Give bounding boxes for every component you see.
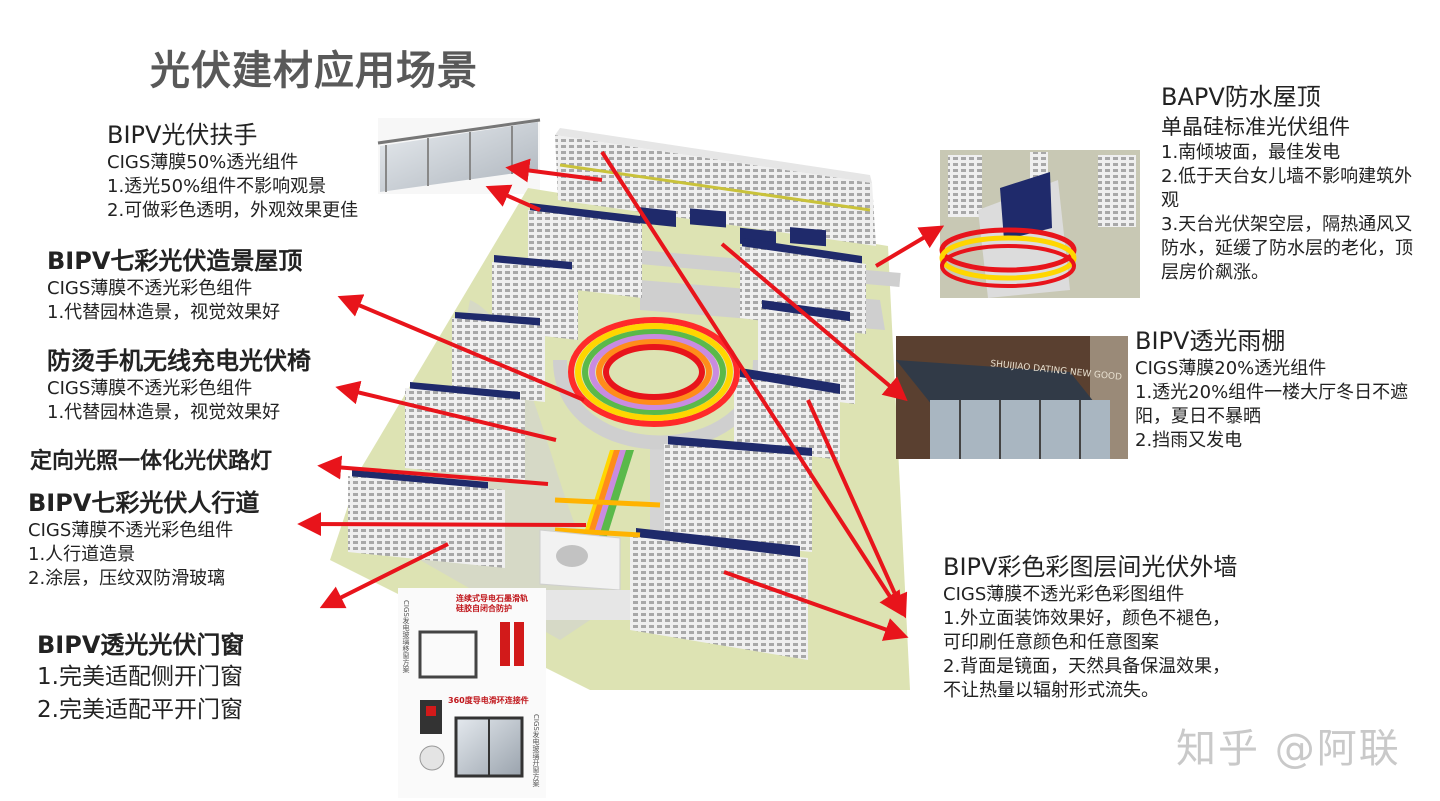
door-label-bottom: 360度导电滑环连接件 xyxy=(448,696,529,705)
chair-callout: 防烫手机无线充电光伏椅 CIGS薄膜不透光彩色组件 1.代替园林造景，视觉效果好 xyxy=(47,346,311,425)
window-callout: BIPV透光光伏门窗 1.完美适配侧开门窗 2.完美适配平开门窗 xyxy=(37,630,244,727)
bapv-heading: BAPV防水屋顶 xyxy=(1161,83,1321,111)
watermark: 知乎 @阿联 xyxy=(1176,726,1401,772)
bapv-line: 2.低于天台女儿墙不影响建筑外观 xyxy=(1161,166,1413,211)
canopy-line: 2.挡雨又发电 xyxy=(1135,430,1243,451)
canopy-line: CIGS薄膜20%透光组件 xyxy=(1135,358,1327,379)
window-line: 2.完美适配平开门窗 xyxy=(37,697,243,723)
streetlight-heading: 定向光照一体化光伏路灯 xyxy=(30,449,273,474)
window-heading: BIPV透光光伏门窗 xyxy=(37,631,245,659)
canopy-callout: BIPV透光雨棚 CIGS薄膜20%透光组件 1.透光20%组件一楼大厅冬日不遮… xyxy=(1135,326,1431,453)
roof-line: 1.代替园林造景，视觉效果好 xyxy=(47,302,281,323)
roof-heading: BIPV七彩光伏造景屋顶 xyxy=(47,247,303,275)
window-line: 1.完美适配侧开门窗 xyxy=(37,664,243,690)
facade-line: CIGS薄膜不透光彩色彩图组件 xyxy=(943,584,1185,605)
bapv-callout: BAPV防水屋顶 单晶硅标准光伏组件 1.南倾坡面，最佳发电 2.低于天台女儿墙… xyxy=(1161,82,1423,285)
facade-line: 不让热量以辐射形式流失。 xyxy=(943,680,1159,701)
door-label-top: 连续式导电石墨滑轨 硅胶自闭合防护 xyxy=(456,594,528,613)
sidewalk-line: 1.人行道造景 xyxy=(28,544,136,565)
sidewalk-line: CIGS薄膜不透光彩色组件 xyxy=(28,520,234,541)
door-label-side-top: CIGS发电玻璃移窗方案 xyxy=(402,600,410,673)
facade-line: 可印刷任意颜色和任意图案 xyxy=(943,632,1159,653)
facade-heading: BIPV彩色彩图层间光伏外墙 xyxy=(943,553,1238,581)
facade-line: 1.外立面装饰效果好，颜色不褪色， xyxy=(943,608,1231,629)
canopy-heading: BIPV透光雨棚 xyxy=(1135,327,1286,355)
bapv-subheading: 单晶硅标准光伏组件 xyxy=(1161,115,1350,139)
handrail-line: 2.可做彩色透明，外观效果更佳 xyxy=(107,200,359,221)
chair-line: CIGS薄膜不透光彩色组件 xyxy=(47,378,253,399)
canopy-line: 1.透光20%组件一楼大厅冬日不遮阳，夏日不暴晒 xyxy=(1135,382,1409,427)
streetlight-callout: 定向光照一体化光伏路灯 xyxy=(30,446,272,477)
chair-heading: 防烫手机无线充电光伏椅 xyxy=(47,347,311,375)
handrail-callout: BIPV光伏扶手 CIGS薄膜50%透光组件 1.透光50%组件不影响观景 2.… xyxy=(107,120,358,223)
handrail-heading: BIPV光伏扶手 xyxy=(107,121,258,149)
bapv-roof-image xyxy=(939,150,1140,298)
bapv-line: 1.南倾坡面，最佳发电 xyxy=(1161,142,1341,163)
facade-line: 2.背面是镜面，天然具备保温效果， xyxy=(943,656,1231,677)
page-title: 光伏建材应用场景 xyxy=(150,48,478,94)
chair-line: 1.代替园林造景，视觉效果好 xyxy=(47,402,281,423)
callout-arrows xyxy=(297,150,945,641)
facade-callout: BIPV彩色彩图层间光伏外墙 CIGS薄膜不透光彩色彩图组件 1.外立面装饰效果… xyxy=(943,552,1237,703)
roof-line: CIGS薄膜不透光彩色组件 xyxy=(47,278,253,299)
sidewalk-heading: BIPV七彩光伏人行道 xyxy=(28,489,260,517)
sidewalk-callout: BIPV七彩光伏人行道 CIGS薄膜不透光彩色组件 1.人行道造景 2.涂层，压… xyxy=(28,488,259,591)
handrail-image xyxy=(377,118,541,194)
roof-callout: BIPV七彩光伏造景屋顶 CIGS薄膜不透光彩色组件 1.代替园林造景，视觉效果… xyxy=(47,246,302,325)
handrail-line: 1.透光50%组件不影响观景 xyxy=(107,176,327,197)
canopy-image xyxy=(896,336,1128,459)
bapv-line: 3.天台光伏架空层，隔热通风又防水，延缓了防水层的老化，顶层房价飙涨。 xyxy=(1161,214,1413,283)
handrail-line: CIGS薄膜50%透光组件 xyxy=(107,152,299,173)
sidewalk-line: 2.涂层，压纹双防滑玻璃 xyxy=(28,568,226,589)
door-label-side-bottom: CIGS发电玻璃开窗方案 xyxy=(532,714,540,787)
door-window-diagram xyxy=(398,588,546,798)
